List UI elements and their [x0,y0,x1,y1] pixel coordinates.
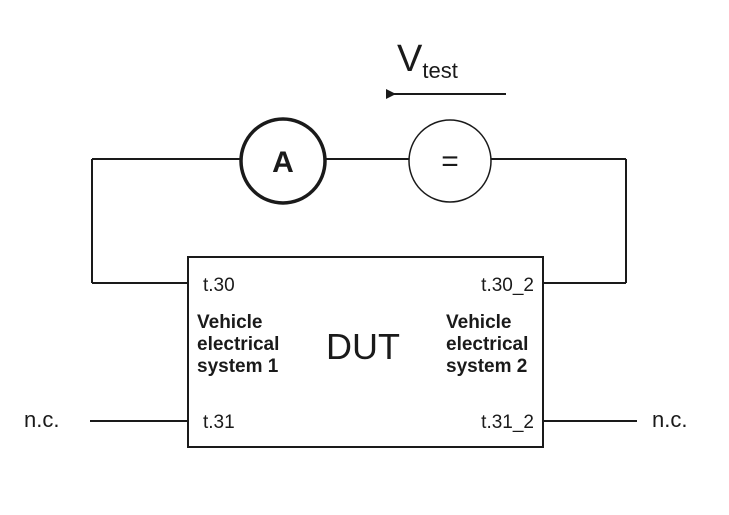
nc-left-label: n.c. [24,407,59,432]
terminal-t31: t.31 [203,412,235,433]
system-1-label: Vehicle electrical system 1 [197,312,285,377]
vtest-subscript: test [422,58,457,83]
dc-source-circle [408,119,492,203]
terminal-t30-2: t.30_2 [481,275,534,296]
vtest-symbol: V [397,38,423,80]
dc-source: = [408,119,492,203]
system-1-line-1: Vehicle [197,312,263,333]
system-2-label: Vehicle electrical system 2 [446,312,534,377]
system-2-line-3: system 2 [446,356,527,377]
dut-label: DUT [326,326,400,367]
dc-source-label: = [441,145,459,178]
terminal-t30: t.30 [203,275,235,296]
vtest-label: Vtest [397,38,458,83]
system-1-line-3: system 1 [197,356,279,377]
ammeter-circle [239,117,327,205]
ammeter-label: A [272,146,294,179]
ammeter: A [239,117,327,205]
dut-box [187,256,544,448]
terminal-t31-2: t.31_2 [481,412,534,433]
system-1-line-2: electrical [197,334,279,355]
system-2-line-2: electrical [446,334,528,355]
system-2-line-1: Vehicle [446,312,512,333]
vtest-text: Vtest [397,38,458,83]
nc-right-label: n.c. [652,407,687,432]
